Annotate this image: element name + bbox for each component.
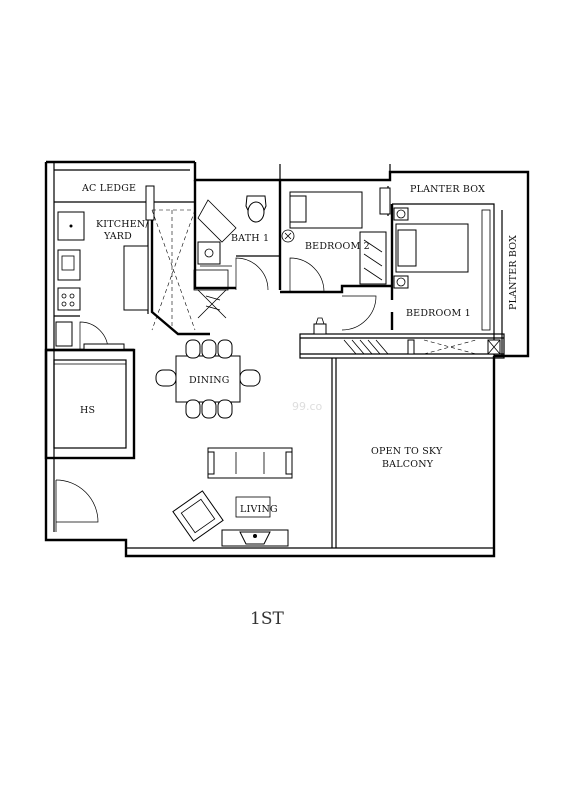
label-bedroom1: BEDROOM 1 (406, 308, 471, 319)
living-label-frame (235, 496, 271, 518)
label-kitchen-line1: KITCHEN/ (96, 219, 149, 230)
label-ac-ledge: AC LEDGE (81, 183, 136, 194)
kitchen-fixtures (55, 209, 229, 351)
label-dining: DINING (189, 375, 230, 386)
bedroom2-fixtures (281, 187, 391, 293)
label-bedroom2: BEDROOM 2 (305, 241, 370, 252)
label-balcony-line1: OPEN TO SKY (371, 446, 443, 457)
label-living: LIVING (240, 504, 278, 515)
living-set (55, 447, 293, 547)
label-planter-box-side: PLANTER BOX (508, 235, 519, 310)
label-bath1: BATH 1 (231, 233, 269, 244)
label-balcony-line2: BALCONY (382, 459, 434, 470)
household-shelter (44, 348, 136, 460)
watermark: 99.co (292, 400, 323, 413)
bedroom1-fixtures (313, 207, 501, 355)
bath-fixtures (197, 195, 269, 291)
label-hs: HS (80, 405, 95, 416)
level-label: 1ST (250, 609, 284, 629)
ac-ledge-bracket (145, 185, 155, 221)
label-planter-box-top: PLANTER BOX (410, 184, 485, 195)
dining-set (155, 339, 261, 419)
label-kitchen-line2: YARD (103, 231, 132, 242)
